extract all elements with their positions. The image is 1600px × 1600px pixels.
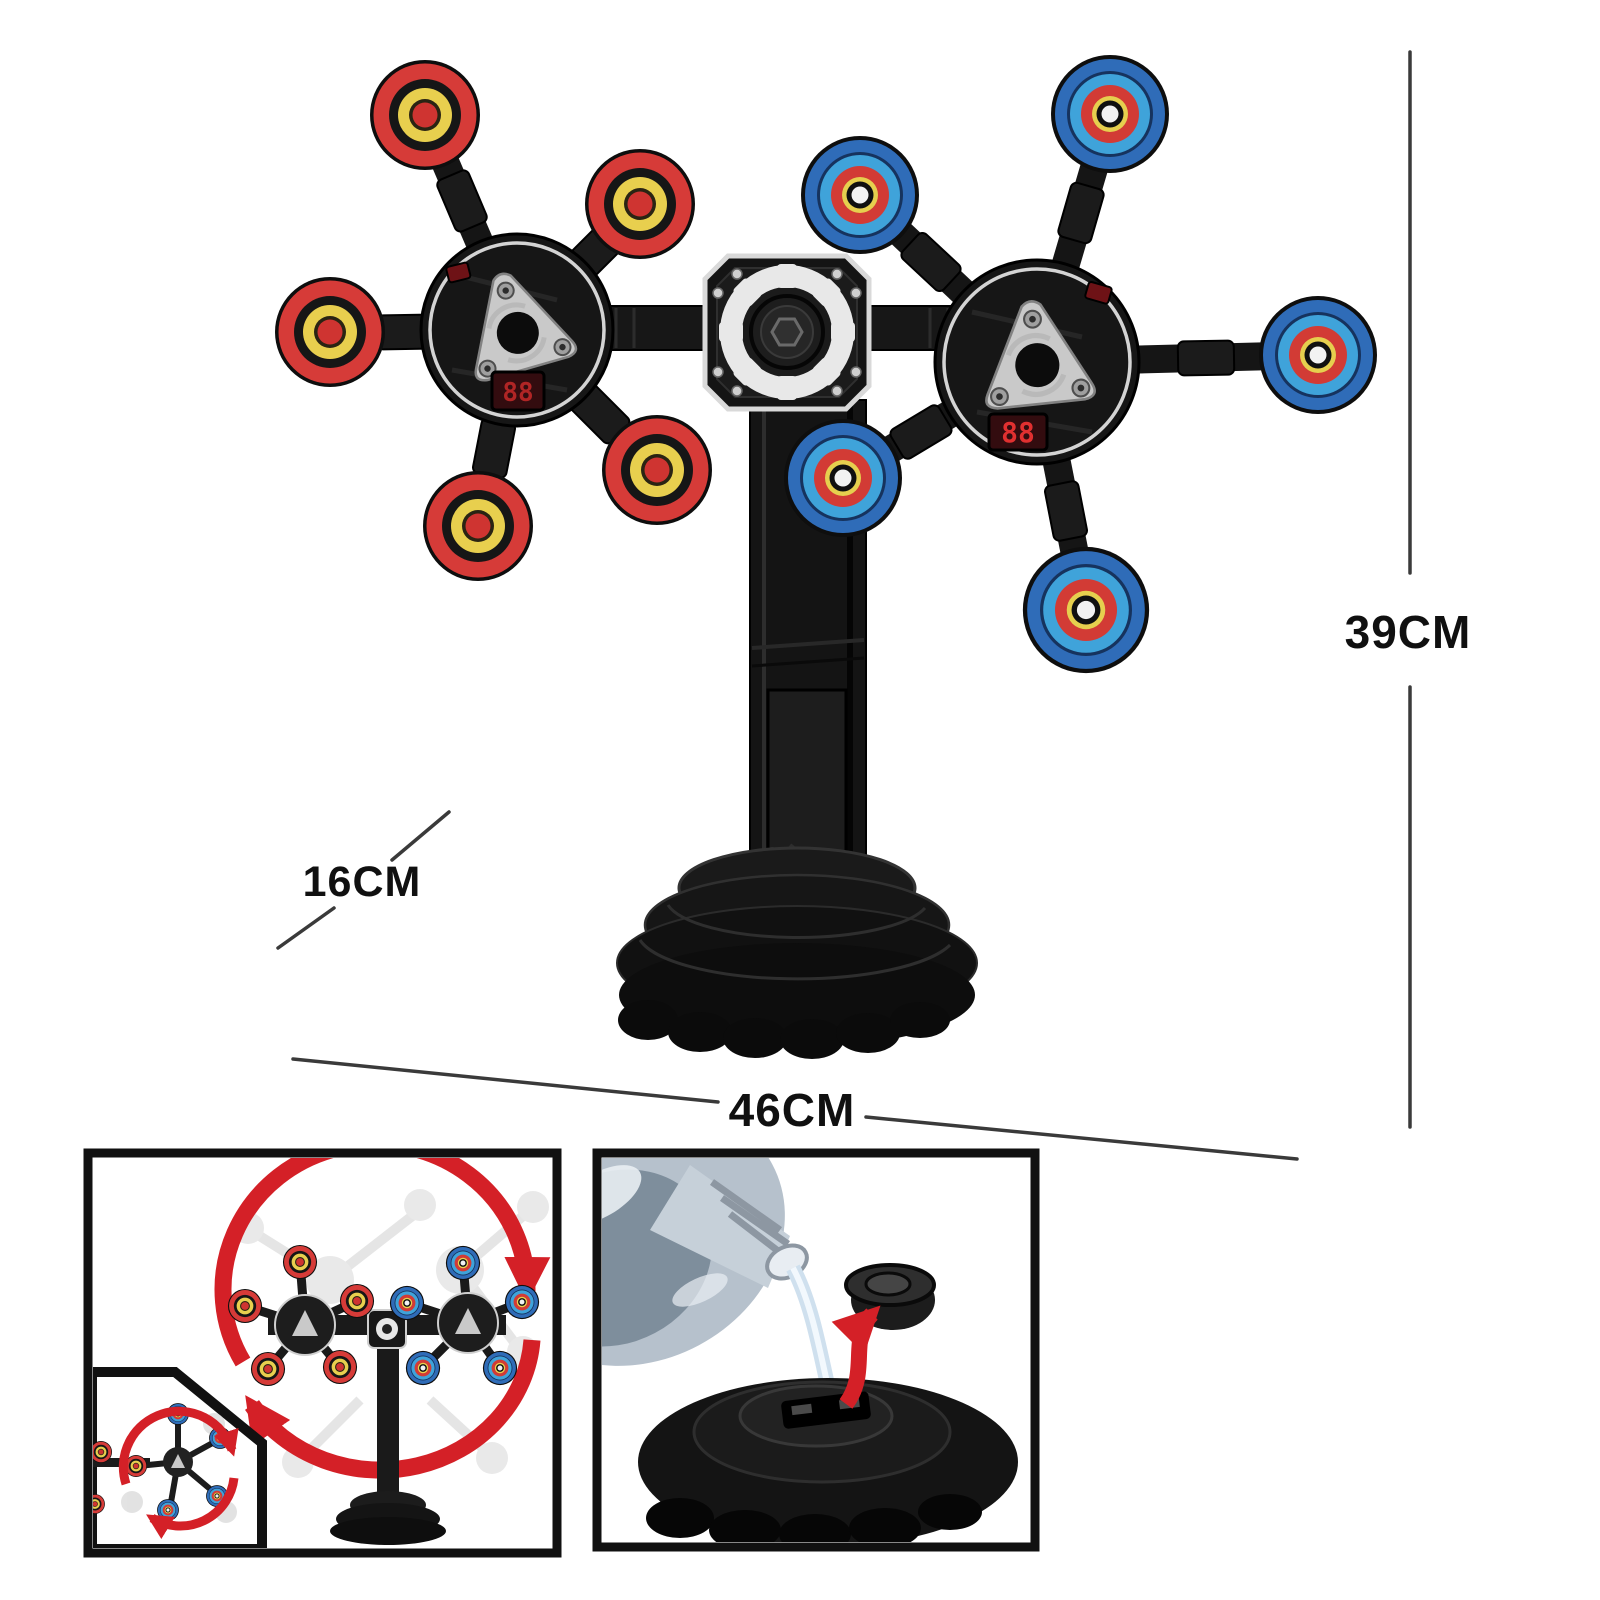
right-score-display: 88 (987, 412, 1049, 452)
red-target (585, 149, 695, 259)
water-fill-inset (592, 1148, 1040, 1552)
rotation-arrows (214, 1158, 551, 1479)
red-target (602, 415, 712, 525)
base-scallops (618, 1000, 950, 1059)
base-bottom-scallops (646, 1494, 982, 1542)
fill-arrow (831, 1305, 881, 1409)
red-target (423, 471, 533, 581)
left-score-display: 88 (490, 370, 546, 412)
right-arm-joints (889, 181, 1236, 542)
base-fill-view (638, 1378, 1018, 1542)
gear-icon (719, 264, 855, 400)
red-target (370, 60, 480, 170)
blue-target (1022, 546, 1150, 674)
water-weighted-base (616, 846, 978, 1059)
width-label: 46CM (729, 1084, 856, 1136)
mini-target-stand (227, 1244, 540, 1545)
gear-hub-screws (712, 268, 862, 397)
corner-rotation-arrows (118, 1406, 239, 1540)
target-stand-product: 88 (275, 55, 1377, 1059)
right-score-value: 88 (1001, 416, 1035, 449)
blue-target (1259, 296, 1377, 414)
rotation-demo-inset (83, 1148, 562, 1558)
blue-target (1051, 55, 1169, 173)
height-label: 39CM (1345, 606, 1472, 658)
left-score-value: 88 (502, 378, 533, 408)
height-dimension: 39CM (1345, 50, 1472, 1129)
blue-target (784, 419, 902, 537)
depth-dimension: 16CM (276, 810, 451, 950)
width-dimension: 46CM (291, 1057, 1299, 1161)
blue-target (801, 136, 919, 254)
left-power-button[interactable] (445, 261, 472, 284)
right-power-button[interactable] (1084, 280, 1113, 305)
corner-rotor-panel (93, 1367, 267, 1548)
left-arm-joints (375, 169, 631, 479)
water-bottle-icon (602, 1158, 809, 1366)
hex-nut-icon (770, 317, 804, 347)
central-gear-hub (702, 253, 872, 412)
depth-label: 16CM (303, 858, 422, 906)
red-target (275, 277, 385, 387)
dimension-annotations: 39CM 16CM 46CM (276, 50, 1472, 1161)
